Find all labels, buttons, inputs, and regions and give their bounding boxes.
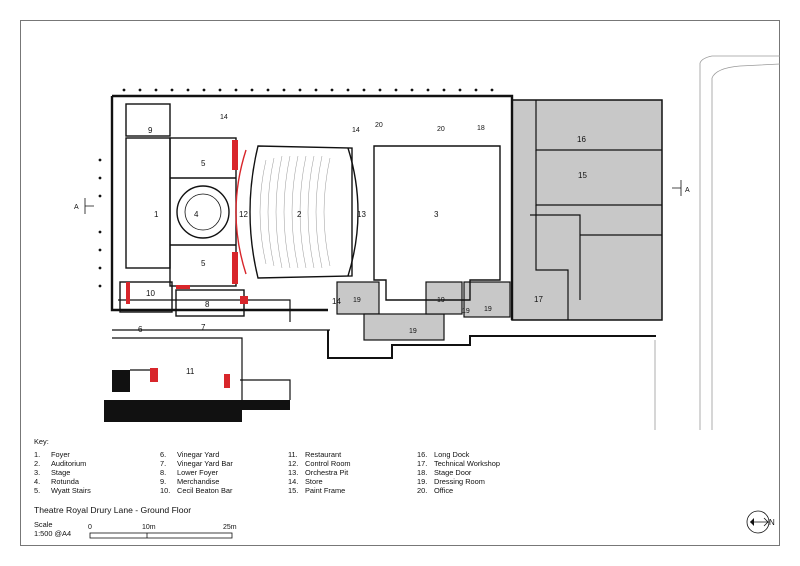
room-label: 20 [375,122,383,129]
legend-item: 9.Merchandise [160,477,220,486]
legend-item: 6.Vinegar Yard [160,450,220,459]
legend-item: 16.Long Dock [417,450,470,459]
room-label: 14 [352,127,360,134]
scale-label: Scale [34,520,53,529]
room-label: 5 [201,259,206,268]
drawing-title: Theatre Royal Drury Lane - Ground Floor [34,505,192,515]
room-label: 18 [477,125,485,132]
legend-column: 16.Long Dock 17.Technical Workshop 18.St… [417,450,500,495]
room-label: 14 [332,297,341,306]
room-label: 9 [148,126,153,135]
legend-item: 17.Technical Workshop [417,459,500,468]
scale-tick-label: 0 [88,524,92,531]
legend-item: 2.Auditorium [34,459,87,468]
room-label: 3 [434,210,439,219]
legend-item: 11.Restaurant [288,450,342,459]
room-label: 10 [146,289,155,298]
frontage-dots [98,88,494,288]
section-marker-east-label: A [685,187,690,194]
auditorium [235,145,359,279]
section-marker-west-label: A [74,204,79,211]
legend-item: 3.Stage [34,468,71,477]
legend-column: 1.Foyer 2.Auditorium 3.Stage 4.Rotunda 5… [34,450,91,495]
room-label: 13 [357,210,366,219]
legend-item: 5.Wyatt Stairs [34,486,91,495]
legend-item: 4.Rotunda [34,477,79,486]
scale-tick-label: 10m [142,524,156,531]
room-label: 15 [578,171,587,180]
restaurant-wing [104,369,291,422]
room-labels: 1 2 3 4 5 5 6 7 8 9 10 11 12 13 14 14 14… [138,114,587,376]
section-marker-west [84,198,94,214]
room-label: 17 [534,295,543,304]
dressing-rooms [336,281,511,341]
boundary-line [327,330,656,359]
legend-item: 10.Cecil Beaton Bar [160,486,233,495]
back-of-house [511,99,663,321]
foyer-walls [119,103,245,317]
scale-caption: Scale 1:500 @A4 [34,520,71,538]
legend-heading: Key: [34,437,49,446]
legend-column: 11.Restaurant 12.Control Room 13.Orchest… [288,450,351,495]
scale-ratio: 1:500 @A4 [34,529,72,538]
legend-item: 15.Paint Frame [288,486,346,495]
floor-plan: A A 1 2 3 4 5 5 6 7 8 9 10 11 12 13 14 1… [74,55,781,430]
north-arrow-icon: N [746,510,775,534]
room-label: 5 [201,159,206,168]
room-label: 6 [138,325,143,334]
room-label: 4 [194,210,199,219]
room-label: 14 [220,114,228,121]
back-room-walls [530,100,662,320]
stage [373,145,501,301]
section-marker-east [672,180,682,196]
drawing-frame [20,20,780,546]
room-label: 8 [205,300,210,309]
north-label: N [769,518,775,527]
room-label: 19 [484,306,492,313]
legend-item: 12.Control Room [288,459,351,468]
room-label: 2 [297,210,302,219]
legend-item: 1.Foyer [34,450,70,459]
legend-item: 20.Office [417,486,454,495]
rotunda [176,185,230,239]
room-label: 12 [239,210,248,219]
room-label: 19 [409,328,417,335]
legend-column: 6.Vinegar Yard 7.Vinegar Yard Bar 8.Lowe… [160,450,233,495]
room-label: 20 [437,126,445,133]
room-label: 11 [186,367,195,376]
building-outline [110,94,514,408]
room-label: 16 [577,135,586,144]
scale-tick-label: 25m [223,524,237,531]
legend-item: 14.Store [288,477,323,486]
room-label: 19 [437,297,445,304]
stair-highlights [126,140,248,388]
room-label: 1 [154,210,159,219]
room-label: 7 [201,323,206,332]
room-label: 19 [353,297,361,304]
legend-item: 13.Orchestra Pit [288,468,349,477]
legend-item: 8.Lower Foyer [160,468,219,477]
legend-item: 19.Dressing Room [417,477,485,486]
scale-bar: 0 10m 25m [88,524,237,539]
room-label: 19 [462,308,470,315]
legend-item: 7.Vinegar Yard Bar [160,459,233,468]
legend-item: 18.Stage Door [417,468,472,477]
street-outline [654,55,781,430]
